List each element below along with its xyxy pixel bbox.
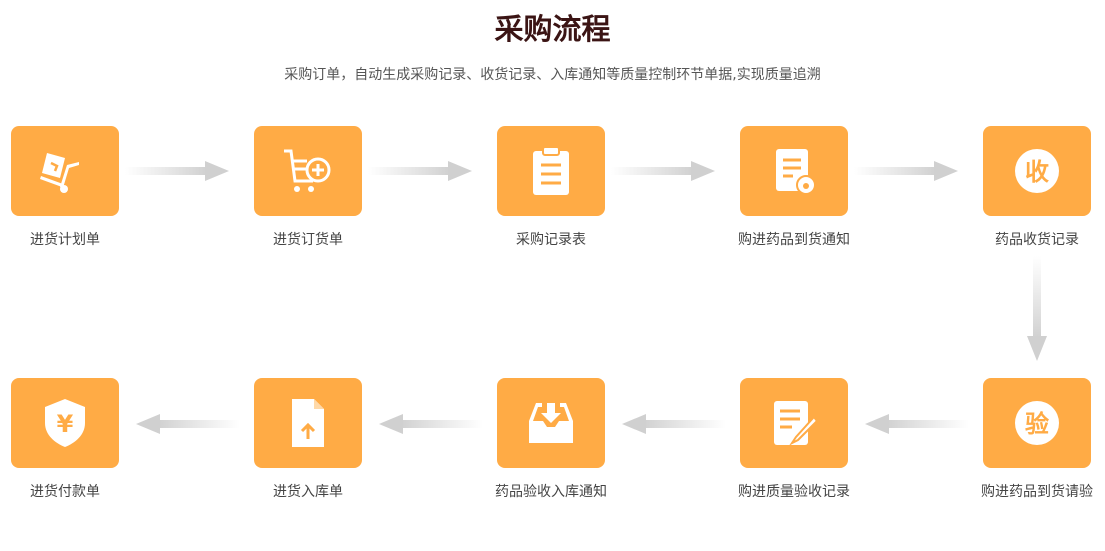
step-label: 进货入库单 — [273, 484, 343, 500]
step-label: 购进药品到货请验 — [981, 484, 1093, 500]
step-hand-truck[interactable] — [11, 126, 119, 216]
hand-truck-icon — [40, 153, 79, 193]
arrow-left — [136, 414, 240, 434]
step-clipboard[interactable] — [497, 126, 605, 216]
step-inbox-download[interactable] — [497, 378, 605, 468]
step-label: 药品验收入库通知 — [495, 484, 607, 500]
receive-icon: 收 — [1015, 149, 1059, 193]
arrow-left — [622, 414, 726, 434]
step-label: 药品收货记录 — [995, 232, 1079, 248]
receive-glyph: 收 — [1025, 158, 1049, 186]
arrow-right — [611, 161, 715, 181]
step-label: 进货订货单 — [273, 232, 343, 248]
step-receive[interactable]: 收 — [983, 126, 1091, 216]
arrow-right — [125, 161, 229, 181]
arrow-left — [865, 414, 969, 434]
yuan-shield-icon: ¥ — [45, 399, 85, 447]
arrow-right — [368, 161, 472, 181]
inspect-glyph: 验 — [1025, 410, 1049, 438]
clipboard-icon — [533, 146, 569, 195]
file-upload-icon — [292, 399, 324, 447]
arrow-right — [854, 161, 958, 181]
step-document-notice[interactable] — [740, 126, 848, 216]
step-label: 购进质量验收记录 — [738, 484, 850, 500]
step-label: 购进药品到货通知 — [738, 232, 850, 248]
step-label: 进货计划单 — [30, 232, 100, 248]
step-label: 采购记录表 — [516, 232, 586, 248]
step-yuan-shield[interactable]: ¥ — [11, 378, 119, 468]
step-cart-add[interactable] — [254, 126, 362, 216]
inspect-icon: 验 — [1015, 401, 1059, 445]
step-label: 进货付款单 — [30, 484, 100, 500]
step-file-upload[interactable] — [254, 378, 362, 468]
document-notice-icon — [776, 149, 816, 195]
inbox-download-icon — [529, 403, 573, 443]
step-edit-document[interactable] — [740, 378, 848, 468]
arrow-left — [379, 414, 483, 434]
yuan-glyph: ¥ — [57, 410, 74, 438]
step-inspect[interactable]: 验 — [983, 378, 1091, 468]
page-subtitle: 采购订单，自动生成采购记录、收货记录、入库通知等质量控制环节单据,实现质量追溯 — [284, 67, 821, 83]
arrow-down — [1027, 256, 1047, 361]
cart-add-icon — [284, 149, 331, 192]
page-title: 采购流程 — [494, 12, 611, 46]
edit-document-icon — [774, 401, 819, 446]
